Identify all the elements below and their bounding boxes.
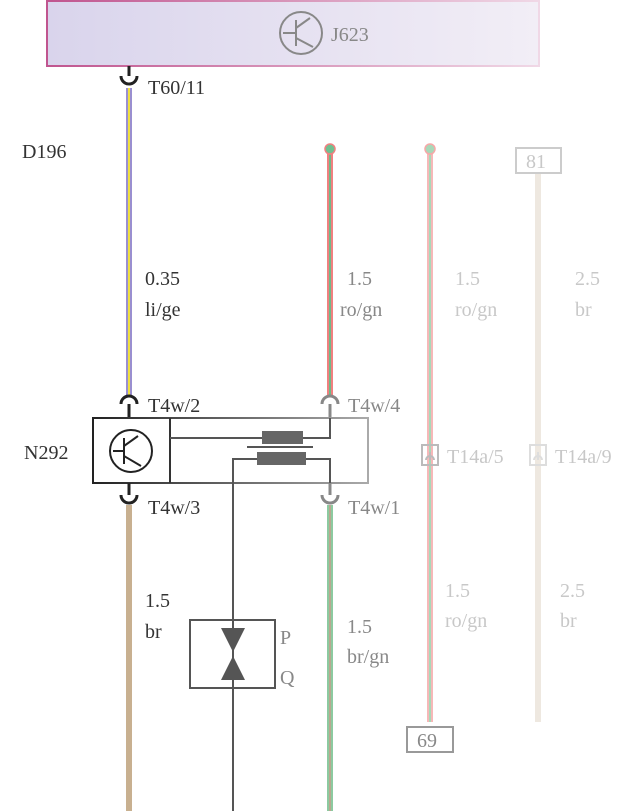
ground-label: D196 <box>22 141 66 163</box>
wire-size: 1.5 <box>347 268 372 290</box>
wire-color: br <box>560 610 577 632</box>
wire-size: 0.35 <box>145 268 180 290</box>
wire-li-ge <box>126 88 132 395</box>
ref-box-69 <box>406 726 454 753</box>
valve-icon <box>189 619 276 689</box>
wire-color: ro/gn <box>455 299 497 321</box>
pin-label: T4w/4 <box>348 395 400 417</box>
connector-label: T14a/5 <box>447 446 504 468</box>
wire-size: 1.5 <box>445 580 470 602</box>
splice-dot <box>324 143 336 155</box>
wire-color: ro/gn <box>340 299 382 321</box>
connector-icon <box>421 444 547 466</box>
pin-label: T4w/1 <box>348 497 400 519</box>
wire-size: 2.5 <box>560 580 585 602</box>
wire-size: 1.5 <box>347 616 372 638</box>
coil-icon <box>262 431 303 444</box>
wire-color: br <box>575 299 592 321</box>
wire-color: li/ge <box>145 299 181 321</box>
ref-label-81: 81 <box>526 151 546 173</box>
wire-ro-gn-1 <box>327 150 333 395</box>
ecu-label: J623 <box>331 24 369 46</box>
wire-br-gn <box>327 505 333 811</box>
wire-color: br/gn <box>347 646 389 668</box>
wire-size: 1.5 <box>145 590 170 612</box>
splice-dot <box>424 143 436 155</box>
ref-box-81 <box>515 147 562 174</box>
pin-label: T4w/2 <box>148 395 200 417</box>
pin-connector-icon <box>119 66 139 86</box>
valve-label-q: Q <box>280 667 295 689</box>
valve-label-p: P <box>280 627 291 649</box>
wire-br <box>126 505 132 811</box>
wire-size: 1.5 <box>455 268 480 290</box>
wire-ro-gn-2 <box>427 150 433 722</box>
pin-label: T4w/3 <box>148 497 200 519</box>
wire-color: ro/gn <box>445 610 487 632</box>
component-label: N292 <box>24 442 68 464</box>
control-unit-j623: J623 <box>46 0 540 67</box>
wire-size: 2.5 <box>575 268 600 290</box>
pin-label-t60-11: T60/11 <box>148 77 205 99</box>
component-n292 <box>92 394 369 811</box>
wire-br-faded <box>535 173 541 722</box>
ref-label-69: 69 <box>417 730 437 752</box>
wire-color: br <box>145 621 162 643</box>
coil-icon <box>257 452 306 465</box>
connector-label: T14a/9 <box>555 446 612 468</box>
transistor-icon <box>279 11 323 55</box>
